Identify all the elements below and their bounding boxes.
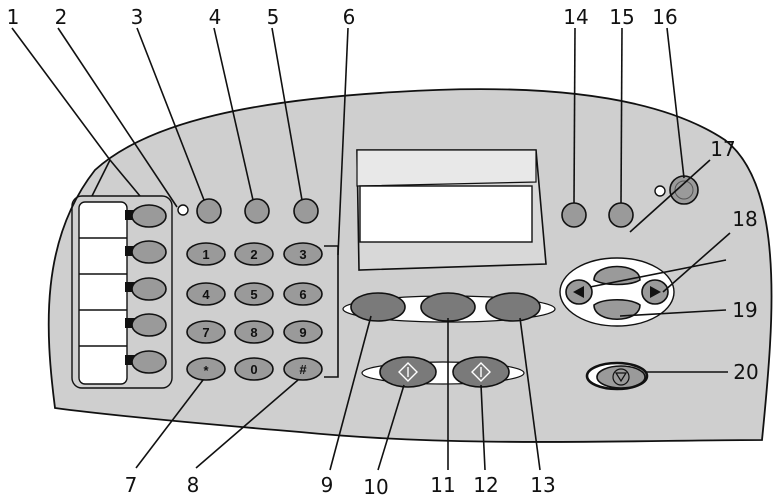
indicator-light xyxy=(177,204,189,216)
key-5[interactable] xyxy=(234,282,274,306)
key-9[interactable] xyxy=(283,320,323,344)
keypad-bracket xyxy=(324,245,339,378)
function-button-15[interactable] xyxy=(608,202,634,228)
power-light xyxy=(654,185,666,197)
function-button-4[interactable] xyxy=(244,198,270,224)
key-label-7: 7 xyxy=(202,325,209,340)
right-arrow-icon xyxy=(650,286,661,298)
callout-1: 1 xyxy=(7,5,20,29)
function-button-14[interactable] xyxy=(561,202,587,228)
key-1[interactable] xyxy=(186,242,226,266)
callout-labels: 1 2 3 4 5 6 7 8 9 10 11 12 13 14 15 16 1… xyxy=(7,5,759,499)
callout-8: 8 xyxy=(187,473,200,497)
callout-13: 13 xyxy=(530,473,555,497)
speed-dial-button-1[interactable] xyxy=(131,204,167,228)
key-hash[interactable] xyxy=(283,357,323,381)
callout-16: 16 xyxy=(652,5,677,29)
callout-10: 10 xyxy=(363,475,388,499)
callout-12: 12 xyxy=(473,473,498,497)
speed-dial-button-3[interactable] xyxy=(131,277,167,301)
key-label-9: 9 xyxy=(299,325,306,340)
callout-17: 17 xyxy=(710,137,735,161)
callout-6: 6 xyxy=(343,5,356,29)
key-label-star: * xyxy=(203,363,209,378)
key-label-4: 4 xyxy=(202,287,210,302)
key-3[interactable] xyxy=(283,242,323,266)
key-4[interactable] xyxy=(186,282,226,306)
key-8[interactable] xyxy=(234,320,274,344)
power-button[interactable] xyxy=(669,175,699,205)
power-button-inner xyxy=(674,180,694,200)
callout-7: 7 xyxy=(125,473,138,497)
key-7[interactable] xyxy=(186,320,226,344)
key-label-8: 8 xyxy=(250,325,257,340)
key-label-2: 2 xyxy=(250,247,257,262)
key-6[interactable] xyxy=(283,282,323,306)
speed-dial-button-5[interactable] xyxy=(131,350,167,374)
keypad: 1 2 3 4 5 6 7 8 9 * 0 # xyxy=(186,242,323,381)
key-star[interactable] xyxy=(186,357,226,381)
key-label-1: 1 xyxy=(202,247,209,262)
menu-button-9[interactable] xyxy=(350,292,406,322)
stop-button-ring xyxy=(612,368,630,386)
key-label-hash: # xyxy=(299,362,307,377)
left-arrow-icon xyxy=(573,286,584,298)
key-0[interactable] xyxy=(234,357,274,381)
callout-2: 2 xyxy=(55,5,68,29)
function-button-3[interactable] xyxy=(196,198,222,224)
callout-3: 3 xyxy=(131,5,144,29)
key-label-6: 6 xyxy=(299,287,306,302)
diamond-start-icon xyxy=(471,362,491,382)
stop-triangle-icon xyxy=(614,372,628,383)
key-label-0: 0 xyxy=(250,362,257,377)
callout-9: 9 xyxy=(321,473,334,497)
speed-dial-label-panel xyxy=(71,195,173,389)
diamond-start-icon xyxy=(398,362,418,382)
callout-11: 11 xyxy=(430,473,455,497)
callout-14: 14 xyxy=(563,5,588,29)
speed-dial-button-2[interactable] xyxy=(131,240,167,264)
callout-4: 4 xyxy=(209,5,222,29)
leader-lines xyxy=(11,27,731,471)
nav-down-button[interactable] xyxy=(593,298,641,321)
lcd-display xyxy=(356,149,547,271)
menu-button-11[interactable] xyxy=(420,292,476,322)
menu-button-13[interactable] xyxy=(485,292,541,322)
callout-5: 5 xyxy=(267,5,280,29)
stop-button[interactable] xyxy=(596,365,646,389)
key-label-5: 5 xyxy=(250,287,257,302)
callout-20: 20 xyxy=(733,360,758,384)
function-button-5[interactable] xyxy=(293,198,319,224)
key-2[interactable] xyxy=(234,242,274,266)
callout-18: 18 xyxy=(732,207,757,231)
callout-19: 19 xyxy=(732,298,757,322)
speed-dial-button-4[interactable] xyxy=(131,313,167,337)
key-label-3: 3 xyxy=(299,247,306,262)
callout-15: 15 xyxy=(609,5,634,29)
nav-cluster-outline xyxy=(559,257,675,327)
